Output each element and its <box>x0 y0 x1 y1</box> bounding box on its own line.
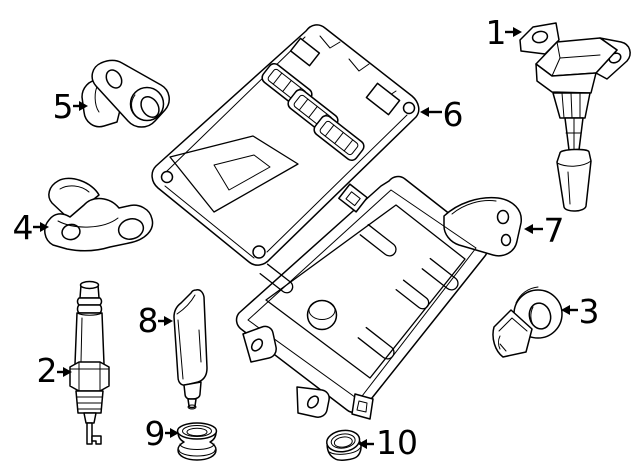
ignition-coil-part <box>519 22 631 212</box>
callout-2-arrowhead <box>63 367 72 377</box>
callout-6-arrowhead <box>420 107 429 117</box>
spark-plug-part <box>69 280 110 445</box>
callout-4-arrowhead <box>40 222 49 232</box>
engine-control-module-part <box>151 24 420 266</box>
module-bracket-part <box>235 175 522 420</box>
callout-1: 1 <box>486 13 522 52</box>
callout-10-arrowhead <box>358 439 367 449</box>
callout-5-label: 5 <box>53 87 74 126</box>
callout-10-label: 10 <box>376 423 418 462</box>
callout-9-label: 9 <box>145 414 166 453</box>
crankshaft-position-sensor-part <box>44 177 154 252</box>
camshaft-position-sensor-part <box>81 59 170 128</box>
callout-6-label: 6 <box>443 95 464 134</box>
callout-7-arrowhead <box>524 224 533 234</box>
callout-4: 4 <box>13 208 49 247</box>
callout-3-arrowhead <box>561 305 570 315</box>
callout-5: 5 <box>53 87 88 126</box>
callout-2: 2 <box>37 351 72 390</box>
callout-5-arrowhead <box>79 101 88 111</box>
callout-3-label: 3 <box>579 292 600 331</box>
shield-part <box>173 289 208 410</box>
callout-10: 10 <box>358 423 418 462</box>
callout-6: 6 <box>420 95 464 134</box>
callout-2-label: 2 <box>37 351 58 390</box>
callout-4-label: 4 <box>13 208 34 247</box>
callout-7-label: 7 <box>544 211 565 250</box>
ecm-corner-boss <box>160 170 174 184</box>
callout-9-arrowhead <box>170 428 179 438</box>
callout-1-label: 1 <box>486 13 507 52</box>
callout-9: 9 <box>145 414 179 453</box>
small-grommet-part <box>326 429 362 461</box>
callout-8-label: 8 <box>138 301 159 340</box>
callout-8: 8 <box>138 301 173 340</box>
grommet-part <box>176 422 218 461</box>
knock-sensor-part <box>492 286 563 358</box>
callout-3: 3 <box>561 292 600 331</box>
callout-8-arrowhead <box>164 316 173 326</box>
callout-7: 7 <box>524 211 565 250</box>
callout-1-arrowhead <box>513 27 522 37</box>
